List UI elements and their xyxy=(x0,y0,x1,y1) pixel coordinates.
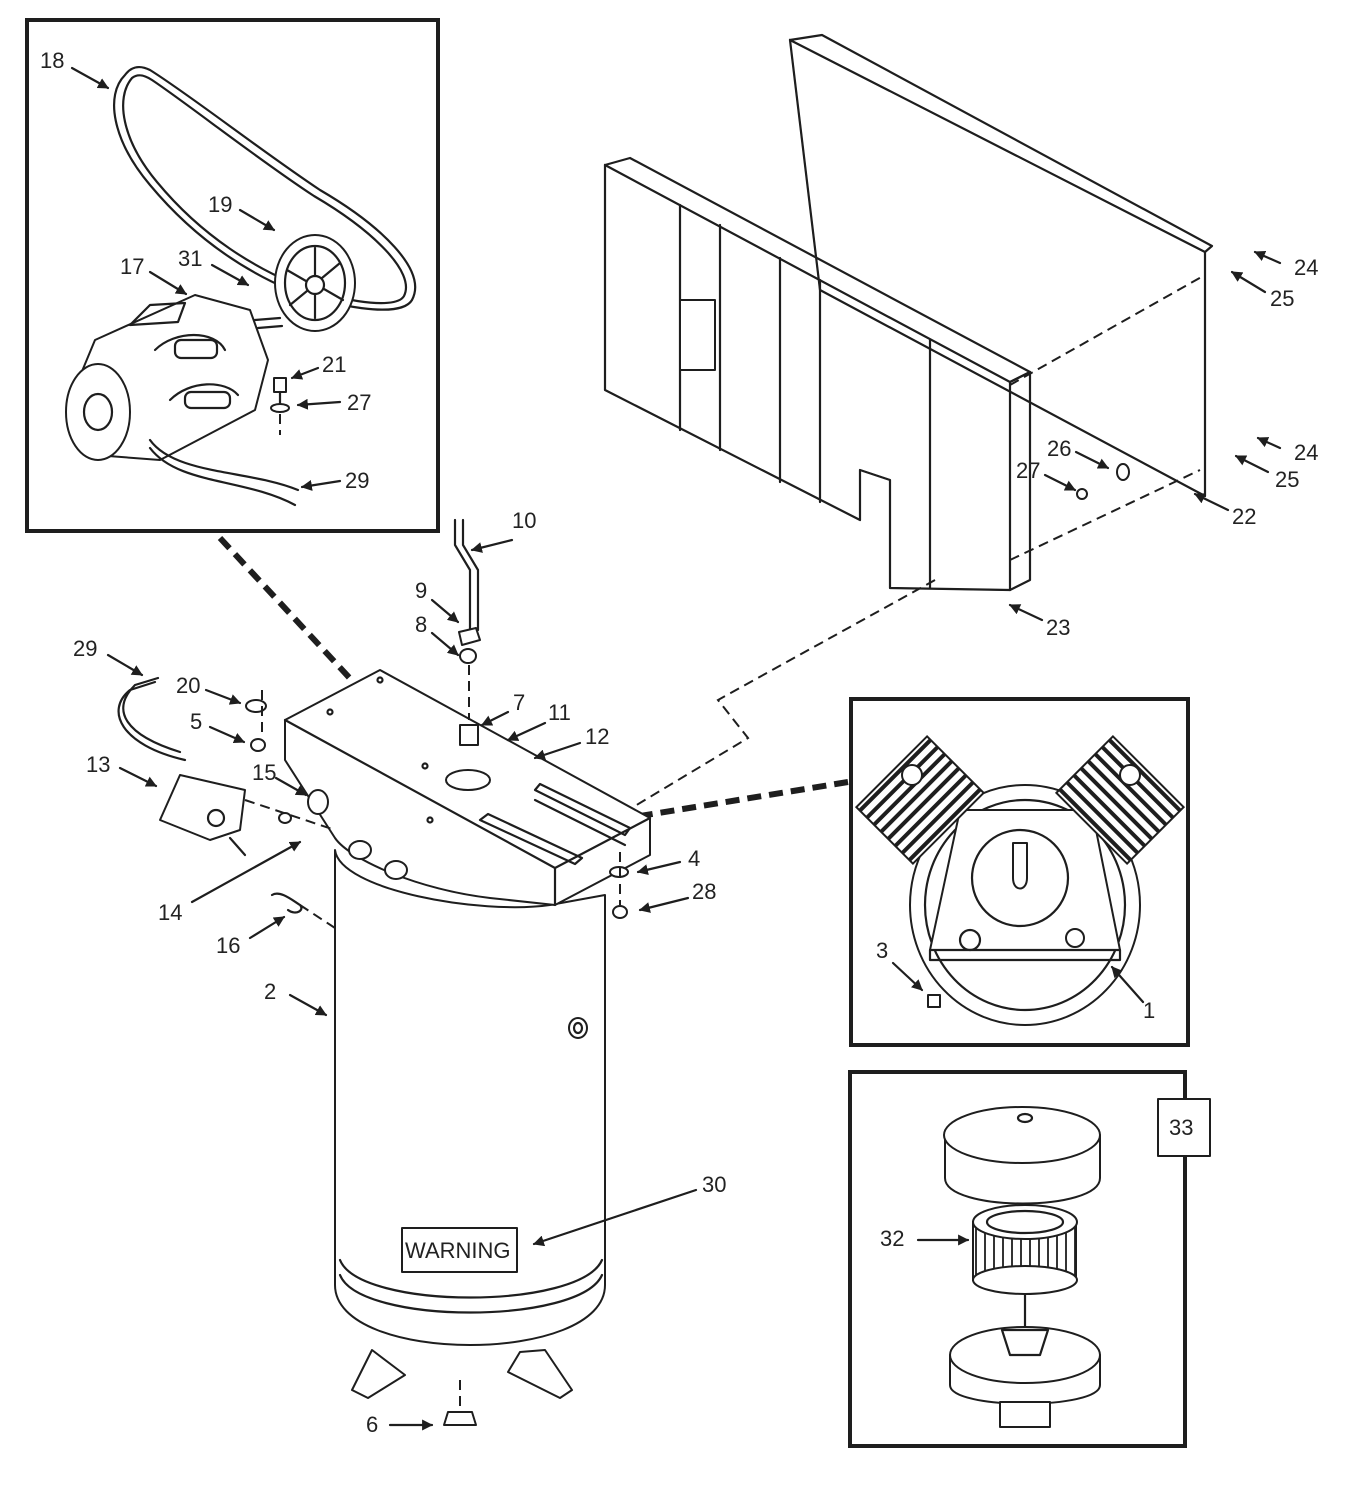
callout-32: 32 xyxy=(880,1226,904,1251)
callout-6: 6 xyxy=(366,1412,378,1437)
discharge-tube xyxy=(453,518,481,746)
callout-18: 18 xyxy=(40,48,64,73)
callout-12: 12 xyxy=(585,724,609,749)
motor-inset-leader xyxy=(217,535,373,703)
callout-15: 15 xyxy=(252,760,276,785)
air-tank xyxy=(334,849,606,1426)
callout-8: 8 xyxy=(415,612,427,637)
callout-24-bottom: 24 xyxy=(1294,440,1318,465)
callout-25-bottom: 25 xyxy=(1275,467,1299,492)
callout-11: 11 xyxy=(548,700,571,725)
callout-5: 5 xyxy=(190,709,202,734)
nut-right xyxy=(612,905,628,919)
pulley xyxy=(274,234,356,332)
callout-7: 7 xyxy=(513,690,525,715)
callout-21: 21 xyxy=(322,352,346,377)
pump-inset-leader xyxy=(627,779,849,821)
pump-inset xyxy=(849,697,1190,1047)
pump-platform xyxy=(283,669,652,907)
callout-27-guard: 27 xyxy=(1016,458,1040,483)
callout-29-cord: 29 xyxy=(73,636,97,661)
warning-label-text: WARNING xyxy=(405,1238,511,1263)
callout-14: 14 xyxy=(158,900,182,925)
callout-30: 30 xyxy=(702,1172,726,1197)
callout-13: 13 xyxy=(86,752,110,777)
callout-25-top: 25 xyxy=(1270,286,1294,311)
callout-27-motor: 27 xyxy=(347,390,371,415)
callout-24-top: 24 xyxy=(1294,255,1318,280)
callout-9: 9 xyxy=(415,578,427,603)
callout-20: 20 xyxy=(176,673,200,698)
callout-22: 22 xyxy=(1232,504,1256,529)
callout-26: 26 xyxy=(1047,436,1071,461)
callout-4: 4 xyxy=(688,846,700,871)
callout-3: 3 xyxy=(876,938,888,963)
callout-28: 28 xyxy=(692,879,716,904)
callout-31: 31 xyxy=(178,246,202,271)
callout-19: 19 xyxy=(208,192,232,217)
motor-inset xyxy=(25,18,440,533)
callout-labels: 18 19 17 31 21 27 29 10 9 8 29 20 5 7 11… xyxy=(40,48,1318,1437)
callout-23: 23 xyxy=(1046,615,1070,640)
belt-guard xyxy=(603,33,1214,813)
warning-label xyxy=(401,1227,518,1273)
callout-17: 17 xyxy=(120,254,144,279)
callout-16: 16 xyxy=(216,933,240,958)
air-filter-inset xyxy=(848,1070,1211,1448)
callout-1: 1 xyxy=(1143,998,1155,1023)
inset-label-33: 33 xyxy=(1169,1115,1193,1140)
pressure-switch xyxy=(117,676,336,929)
callout-29-motor: 29 xyxy=(345,468,369,493)
callout-10: 10 xyxy=(512,508,536,533)
electric-motor xyxy=(65,294,300,507)
belt xyxy=(113,66,417,311)
callout-2: 2 xyxy=(264,979,276,1004)
